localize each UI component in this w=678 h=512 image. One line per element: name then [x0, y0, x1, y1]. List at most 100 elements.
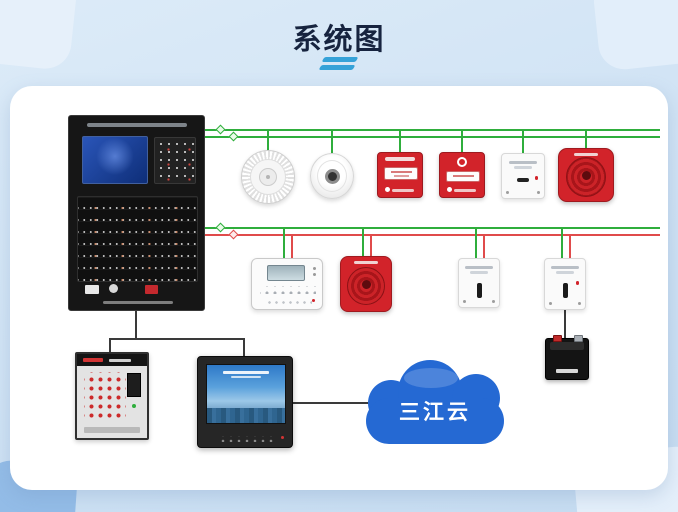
glass-text — [453, 175, 474, 177]
speaker-center — [361, 279, 371, 289]
drop-wire — [399, 130, 401, 152]
title-dash — [318, 65, 356, 70]
screen-skyline-image — [207, 408, 285, 423]
manual-call-point — [377, 152, 423, 198]
io-module — [501, 153, 545, 199]
drop-wire — [585, 130, 587, 150]
panel-meter-display — [127, 373, 141, 397]
hydrant-alarm-button — [439, 152, 485, 198]
drop-wire — [331, 130, 333, 155]
power-monitor-panel — [75, 352, 149, 440]
panel-cert-label — [85, 285, 99, 294]
cloud-link-wire — [292, 402, 370, 404]
speaker-center — [581, 170, 591, 180]
drop-wire — [522, 130, 524, 153]
floor-repeater-display — [251, 258, 323, 310]
page-title: 系统图 — [292, 24, 386, 56]
battery-positive-terminal — [553, 335, 562, 342]
battery-label — [556, 369, 578, 373]
panel-link-wire — [109, 338, 111, 353]
screw-icon — [492, 300, 495, 303]
panel-link-wire — [109, 338, 244, 340]
module-text — [509, 161, 537, 164]
module-text — [470, 271, 488, 274]
indicator-led — [313, 273, 316, 276]
battery-wire — [564, 310, 566, 338]
power-led — [280, 435, 284, 439]
drop-wire — [291, 234, 293, 258]
drop-wire — [283, 227, 285, 258]
battery-negative-terminal — [574, 335, 583, 342]
panel-logo-icon — [109, 284, 118, 293]
repeater-buttons — [260, 286, 316, 294]
drop-wire — [561, 227, 563, 258]
button-glass — [446, 171, 480, 182]
detector-center — [324, 168, 340, 184]
device-label — [574, 153, 598, 156]
drop-wire — [362, 227, 364, 256]
module-text — [465, 266, 493, 269]
sounder-strobe — [558, 148, 614, 202]
module-text — [556, 271, 574, 274]
screw-icon — [578, 302, 581, 305]
module-slot — [562, 283, 568, 298]
module-text — [551, 266, 579, 269]
monitor-buttons — [217, 436, 273, 442]
device-label — [454, 189, 476, 192]
panel-keypad — [154, 137, 196, 184]
screw-icon — [463, 300, 466, 303]
drop-wire — [370, 234, 372, 256]
panel-header — [77, 354, 147, 366]
title-underline-decoration — [318, 57, 360, 71]
call-point-glass — [384, 167, 418, 180]
panel-header-text — [83, 358, 103, 362]
panel-link-wire — [135, 311, 137, 338]
heat-detector — [310, 153, 354, 199]
control-module — [544, 258, 586, 310]
screw-icon — [506, 191, 509, 194]
cloud-highlight — [404, 368, 458, 388]
fire-alarm-control-panel — [68, 115, 205, 311]
repeater-lcd — [267, 265, 305, 281]
detector-ring — [317, 160, 347, 192]
panel-model-text — [103, 301, 173, 304]
panel-link-wire — [243, 338, 245, 357]
glass-text — [391, 171, 412, 173]
power-led — [132, 404, 136, 408]
module-led — [534, 176, 538, 180]
drop-wire — [461, 130, 463, 152]
loop2-bus-wire-red — [205, 234, 660, 236]
drop-wire — [475, 227, 477, 258]
module-slot — [476, 283, 482, 298]
device-label — [385, 157, 415, 161]
device-led — [385, 187, 390, 192]
indicator-led — [313, 267, 316, 270]
smoke-detector — [241, 150, 295, 204]
module-led — [575, 281, 579, 285]
loop1-bus-wire-green — [205, 136, 660, 138]
cloud-shape — [366, 398, 504, 444]
repeater-buttons — [264, 297, 312, 304]
screw-icon — [549, 302, 552, 305]
device-label — [392, 189, 414, 192]
module-slot — [517, 178, 529, 182]
panel-header-text — [109, 358, 131, 362]
backup-battery — [545, 335, 589, 380]
loop2-bus-wire-green — [205, 227, 660, 229]
monitor-screen — [206, 364, 286, 424]
repeater-led — [311, 298, 315, 302]
panel-nameplate — [87, 123, 187, 127]
screen-text — [223, 371, 269, 374]
drop-wire — [267, 130, 269, 152]
hydrant-icon — [457, 157, 467, 167]
panel-red-label — [145, 285, 158, 294]
panel-button-grid — [84, 372, 126, 420]
screw-icon — [537, 191, 540, 194]
drop-wire — [569, 234, 571, 258]
screen-text — [231, 376, 261, 378]
panel-zone-indicator-grid — [77, 196, 198, 282]
fire-alarm-horn — [340, 256, 392, 312]
title-dash — [321, 57, 359, 62]
device-label — [354, 261, 378, 264]
